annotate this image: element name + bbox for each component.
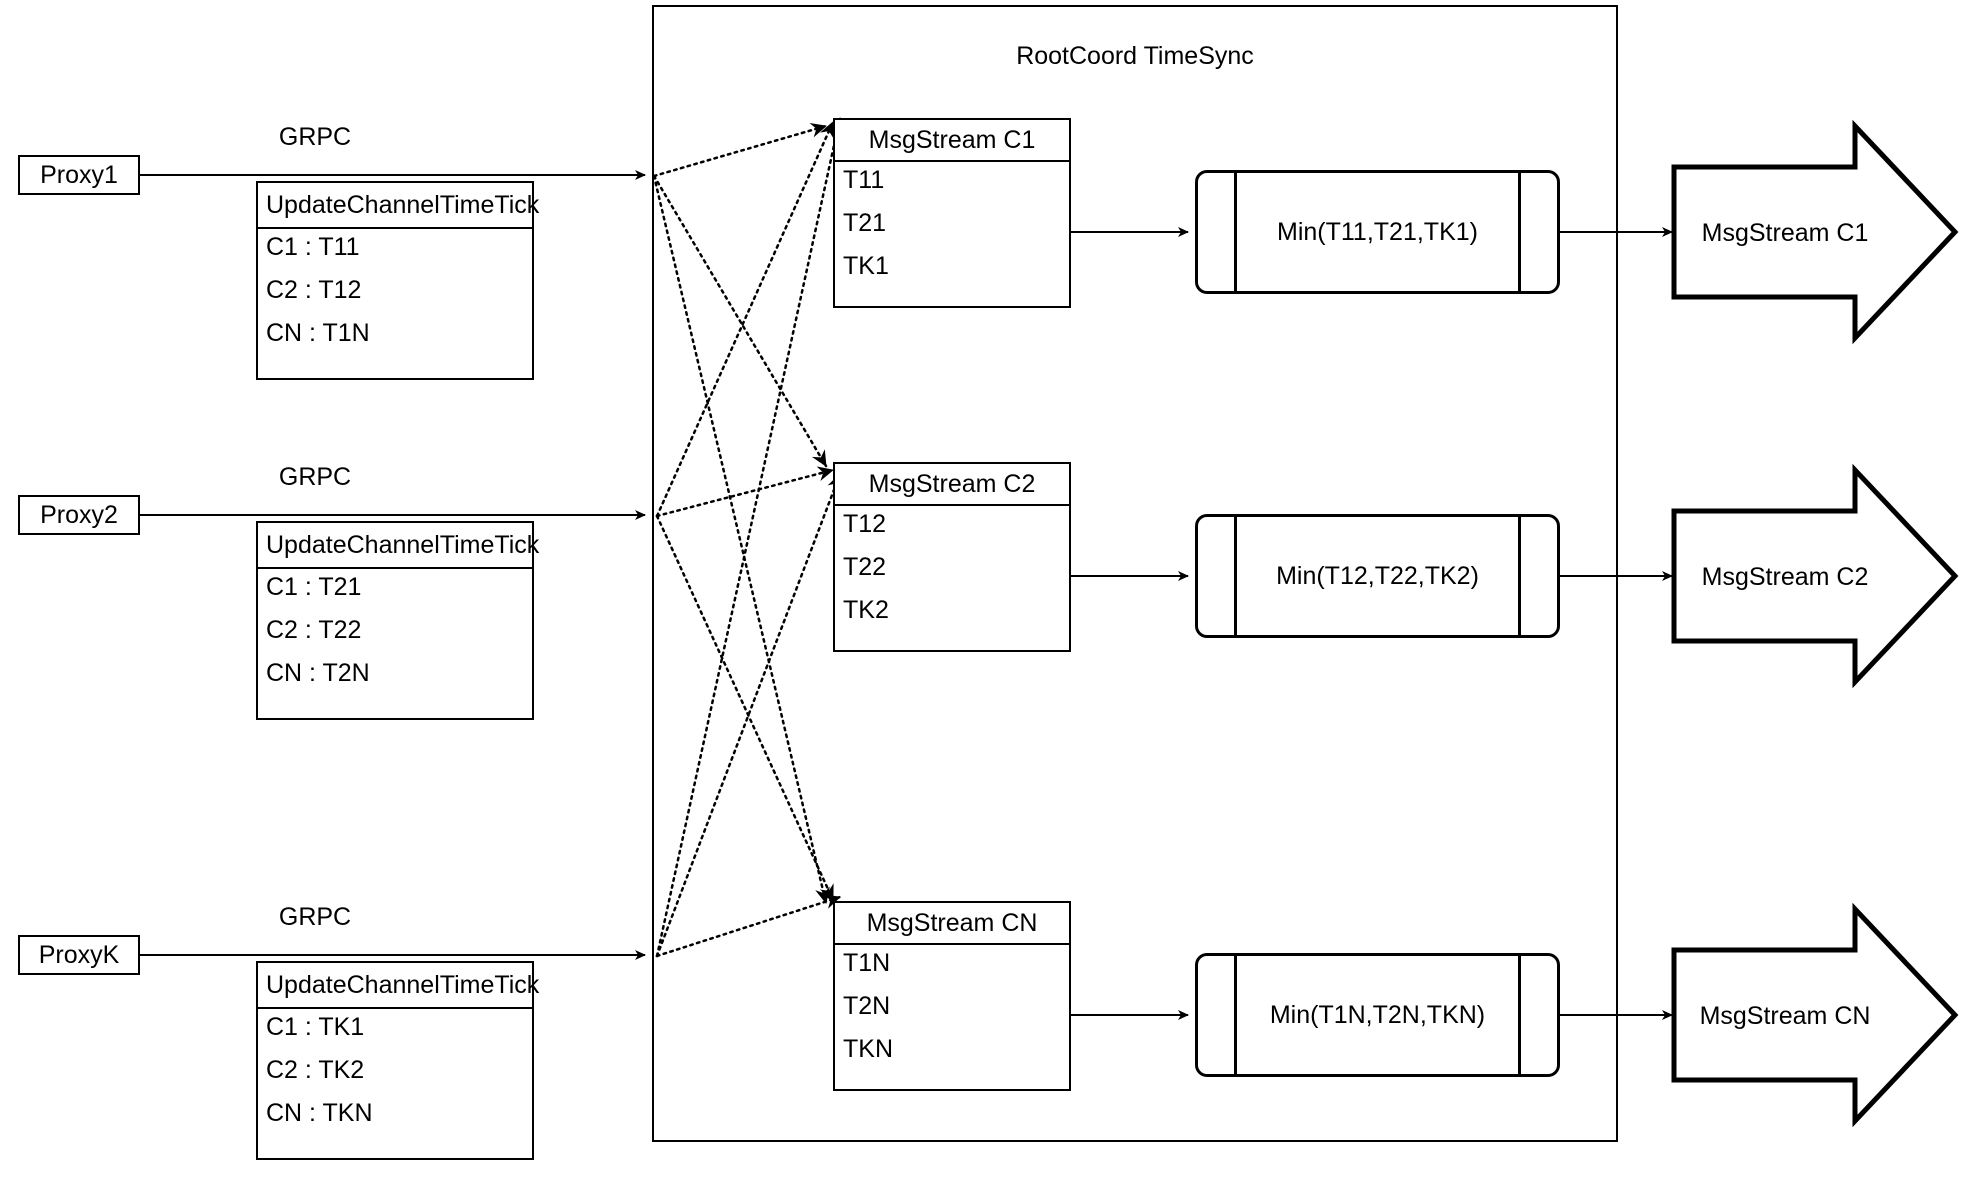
msgstream-buffer-cn: MsgStream CN T1N T2N TKN [833,901,1071,1091]
update-channel-timetick-table-3: UpdateChannelTimeTick C1 : TK1 C2 : TK2 … [256,961,539,1160]
table-row: C2 : TK2 [266,1056,365,1084]
list-item: T2N [843,992,891,1020]
min-reducer-c1: Min(T11,T21,TK1) [1195,170,1560,294]
output-label-c1: MsgStream C1 [1701,219,1869,247]
list-item: T11 [843,166,885,194]
table-row: CN : TKN [266,1099,373,1127]
table-header-3: UpdateChannelTimeTick [258,963,539,1009]
msgstream-header-c2: MsgStream C2 [835,464,1069,506]
list-item: TKN [843,1035,893,1063]
msgstream-body-c1: T11 T21 TK1 [835,162,1069,306]
table-body-1: C1 : T11 C2 : T12 CN : T1N [258,229,532,378]
proxy-box-2[interactable]: Proxy2 [18,495,140,535]
table-row: CN : T2N [266,659,370,687]
update-channel-timetick-table-1: UpdateChannelTimeTick C1 : T11 C2 : T12 … [256,181,539,380]
msgstream-buffer-c1: MsgStream C1 T11 T21 TK1 [833,118,1071,308]
min-reducer-cn: Min(T1N,T2N,TKN) [1195,953,1560,1077]
table-row: C2 : T12 [266,276,362,304]
output-label-c2: MsgStream C2 [1701,563,1869,591]
table-row: CN : T1N [266,319,370,347]
output-label-cn: MsgStream CN [1699,1002,1871,1030]
list-item: T21 [843,209,887,237]
proxy-box-1[interactable]: Proxy1 [18,155,140,195]
msgstream-body-c2: T12 T22 TK2 [835,506,1069,650]
grpc-label-1: GRPC [278,123,352,151]
table-header-2: UpdateChannelTimeTick [258,523,539,569]
list-item: TK2 [843,596,889,624]
list-item: TK1 [843,252,889,280]
msgstream-header-c1: MsgStream C1 [835,120,1069,162]
table-row: C1 : T11 [266,233,360,261]
table-row: C2 : T22 [266,616,362,644]
output-blockarrow-shapes [1671,119,1959,1128]
msgstream-buffer-c2: MsgStream C2 T12 T22 TK2 [833,462,1071,652]
table-body-3: C1 : TK1 C2 : TK2 CN : TKN [258,1009,532,1158]
table-header-1: UpdateChannelTimeTick [258,183,539,229]
list-item: T12 [843,510,887,538]
grpc-label-3: GRPC [278,903,352,931]
msgstream-body-cn: T1N T2N TKN [835,945,1069,1089]
msgstream-header-cn: MsgStream CN [835,903,1069,945]
table-row: C1 : T21 [266,573,362,601]
table-body-2: C1 : T21 C2 : T22 CN : T2N [258,569,532,718]
rootcoord-timesync-container [652,5,1618,1142]
proxy-box-3[interactable]: ProxyK [18,935,140,975]
list-item: T22 [843,553,887,581]
update-channel-timetick-table-2: UpdateChannelTimeTick C1 : T21 C2 : T22 … [256,521,539,720]
rootcoord-timesync-title: RootCoord TimeSync [1016,42,1254,70]
table-row: C1 : TK1 [266,1013,365,1041]
min-reducer-c2: Min(T12,T22,TK2) [1195,514,1560,638]
grpc-label-2: GRPC [278,463,352,491]
list-item: T1N [843,949,891,977]
